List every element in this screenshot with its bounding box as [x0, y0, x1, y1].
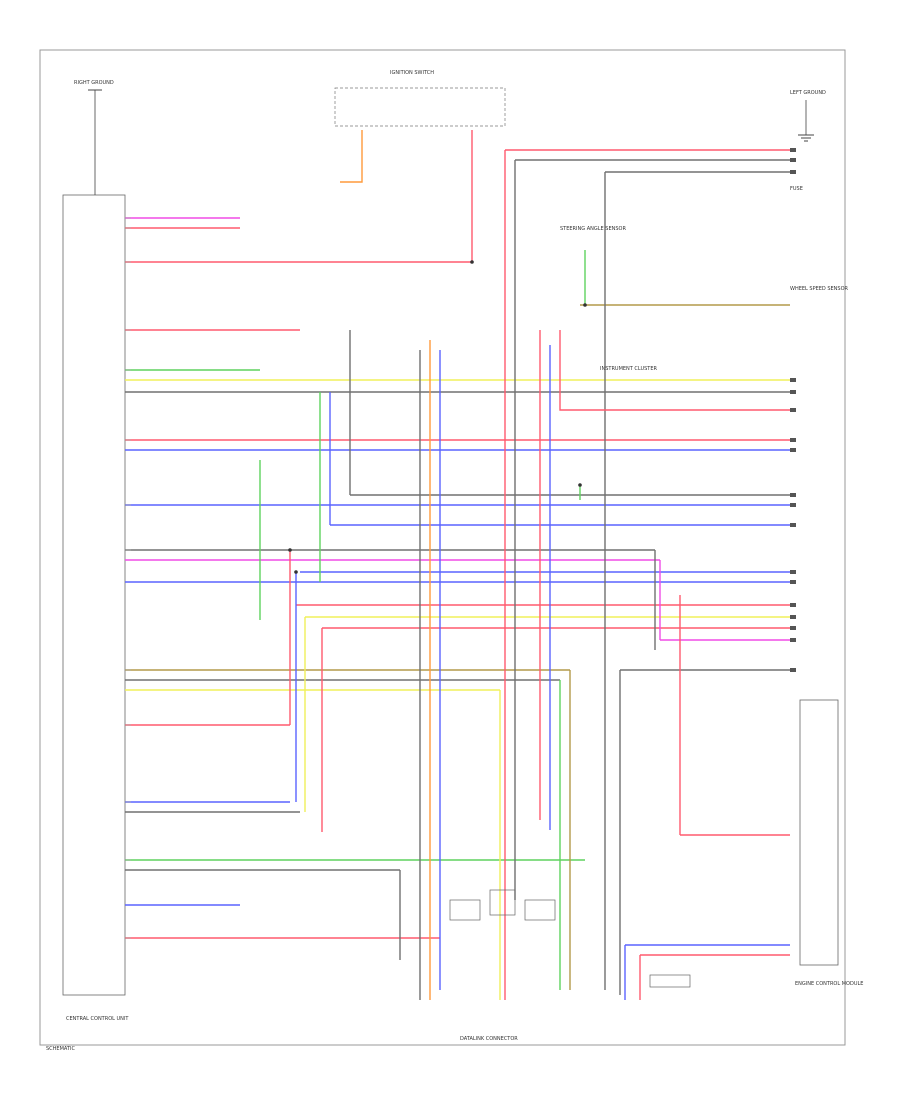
vertical-wires	[259, 130, 790, 1000]
harness-label: DATALINK CONNECTOR	[460, 1036, 518, 1042]
ignition-switch: IGNITION SWITCH	[334, 70, 506, 127]
control-module-left: CENTRAL CONTROL UNIT RIGHT GROUND	[62, 80, 129, 1022]
ground-left-label: RIGHT GROUND	[74, 80, 114, 86]
cluster-label: INSTRUMENT CLUSTER	[600, 366, 658, 372]
control-module-right: ENGINE CONTROL MODULE	[795, 699, 863, 987]
ground-right: LEFT GROUND	[790, 90, 826, 142]
ignition-switch-label: IGNITION SWITCH	[390, 70, 434, 76]
horizontal-wires	[125, 149, 790, 956]
bottom-sensors	[449, 889, 691, 988]
wheel-speed-label: WHEEL SPEED SENSOR	[790, 286, 849, 292]
ground-right-label: LEFT GROUND	[790, 90, 826, 96]
splice-dots	[288, 260, 587, 574]
code-label: SCHEMATIC	[46, 1046, 75, 1052]
left-connector-pins	[125, 217, 131, 939]
engine-ecu-label: ENGINE CONTROL MODULE	[795, 981, 863, 987]
steering-sensor-label: STEERING ANGLE SENSOR	[560, 226, 626, 232]
fuse-label: FUSE	[790, 186, 803, 192]
diagram-frame	[39, 49, 846, 1046]
right-connector-pins	[790, 148, 796, 672]
control-module-label: CENTRAL CONTROL UNIT	[66, 1016, 129, 1022]
